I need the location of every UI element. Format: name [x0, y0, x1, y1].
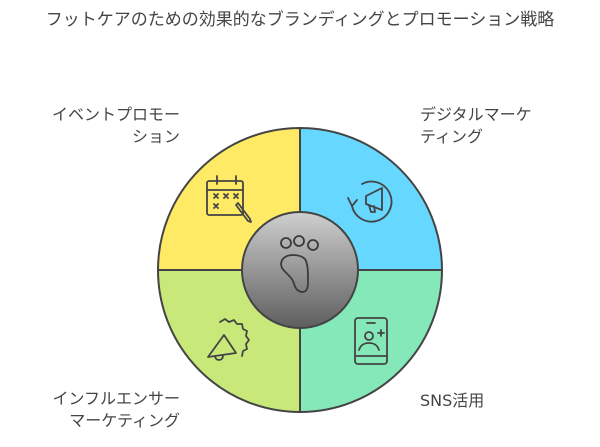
footprint-icon [280, 235, 319, 293]
label-influencer-marketing: インフルエンサー マーケティング [10, 388, 180, 432]
label-line: ティング [420, 127, 484, 146]
megaphone-refresh-icon [347, 180, 393, 223]
center-circle [241, 211, 359, 329]
label-line: デジタルマーケ [420, 105, 532, 124]
calendar-pen-icon [206, 175, 252, 223]
megaphone-burst-icon [207, 318, 250, 361]
label-event-promotion: イベントプロモー ション [24, 104, 180, 148]
diagram-title: フットケアのための効果的なブランディングとプロモーション戦略 [45, 10, 555, 30]
label-line: インフルエンサー [52, 389, 180, 408]
label-line: SNS活用 [420, 391, 485, 410]
label-sns: SNS活用 [420, 390, 590, 412]
label-line: マーケティング [69, 411, 180, 430]
label-digital-marketing: デジタルマーケ ティング [420, 104, 590, 148]
label-line: ション [131, 127, 180, 146]
label-line: イベントプロモー [51, 105, 180, 124]
phone-add-user-icon [354, 317, 388, 365]
